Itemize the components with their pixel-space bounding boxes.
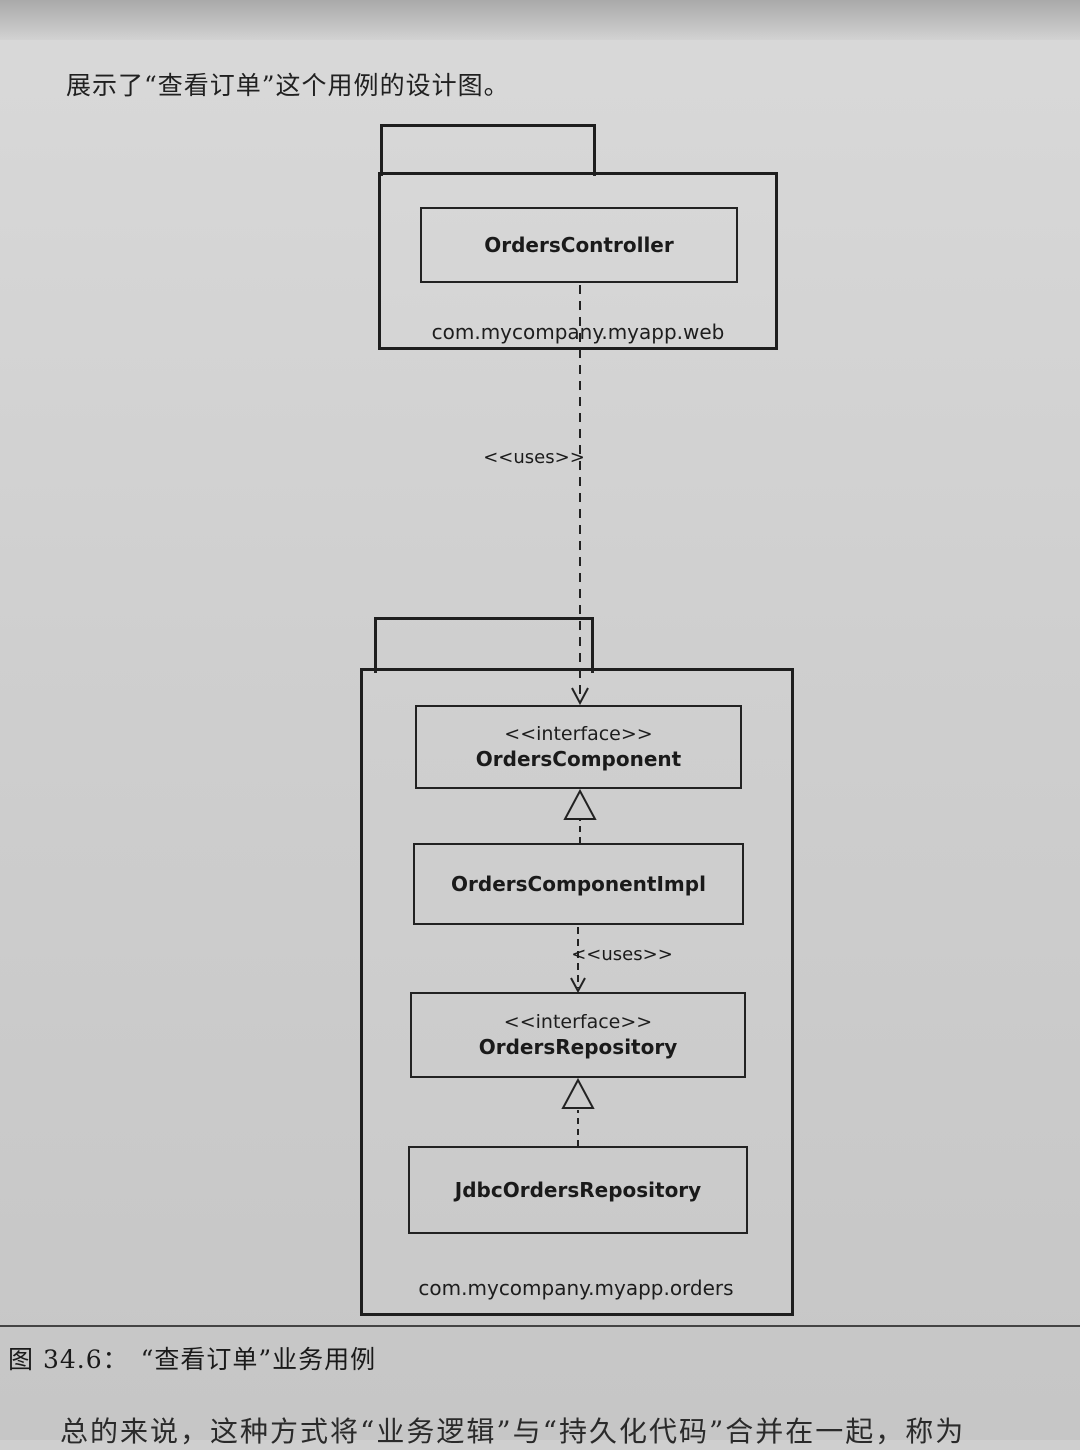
page-edge-shadow xyxy=(0,0,1080,40)
orders-component-impl-name: OrdersComponentImpl xyxy=(451,872,706,896)
orders-repository-stereotype: <<interface>> xyxy=(503,1011,653,1033)
figure-number: 图 34.6： xyxy=(8,1345,129,1374)
uses-label-1: <<uses>> xyxy=(483,447,585,468)
orders-component-name: OrdersComponent xyxy=(475,747,682,771)
caption-rule xyxy=(0,1325,1080,1327)
orders-controller-class: OrdersController xyxy=(420,207,738,283)
jdbc-orders-repository-name: JdbcOrdersRepository xyxy=(454,1178,702,1202)
web-package-tab xyxy=(380,124,596,176)
orders-component-stereotype: <<interface>> xyxy=(504,723,653,745)
body-text-next-line: 总的来说，这种方式将“业务逻辑”与“持久化代码”合并在一起，称为 xyxy=(60,1415,966,1448)
orders-component-class: <<interface>> OrdersComponent xyxy=(415,705,742,789)
intro-text: 展示了“查看订单”这个用例的设计图。 xyxy=(66,71,510,100)
orders-component-impl-class: OrdersComponentImpl xyxy=(413,843,744,925)
figure-caption: 图 34.6： “查看订单”业务用例 xyxy=(8,1340,376,1376)
orders-controller-name: OrdersController xyxy=(484,233,674,257)
web-package xyxy=(378,172,778,350)
web-package-name: com.mycompany.myapp.web xyxy=(431,320,725,344)
jdbc-orders-repository-class: JdbcOrdersRepository xyxy=(408,1146,748,1234)
figure-title: “查看订单”业务用例 xyxy=(140,1345,377,1374)
orders-repository-name: OrdersRepository xyxy=(478,1035,678,1059)
orders-package-name: com.mycompany.myapp.orders xyxy=(418,1276,734,1300)
orders-repository-class: <<interface>> OrdersRepository xyxy=(410,992,746,1078)
uses-label-2: <<uses>> xyxy=(571,944,673,965)
orders-package-tab xyxy=(374,617,594,673)
